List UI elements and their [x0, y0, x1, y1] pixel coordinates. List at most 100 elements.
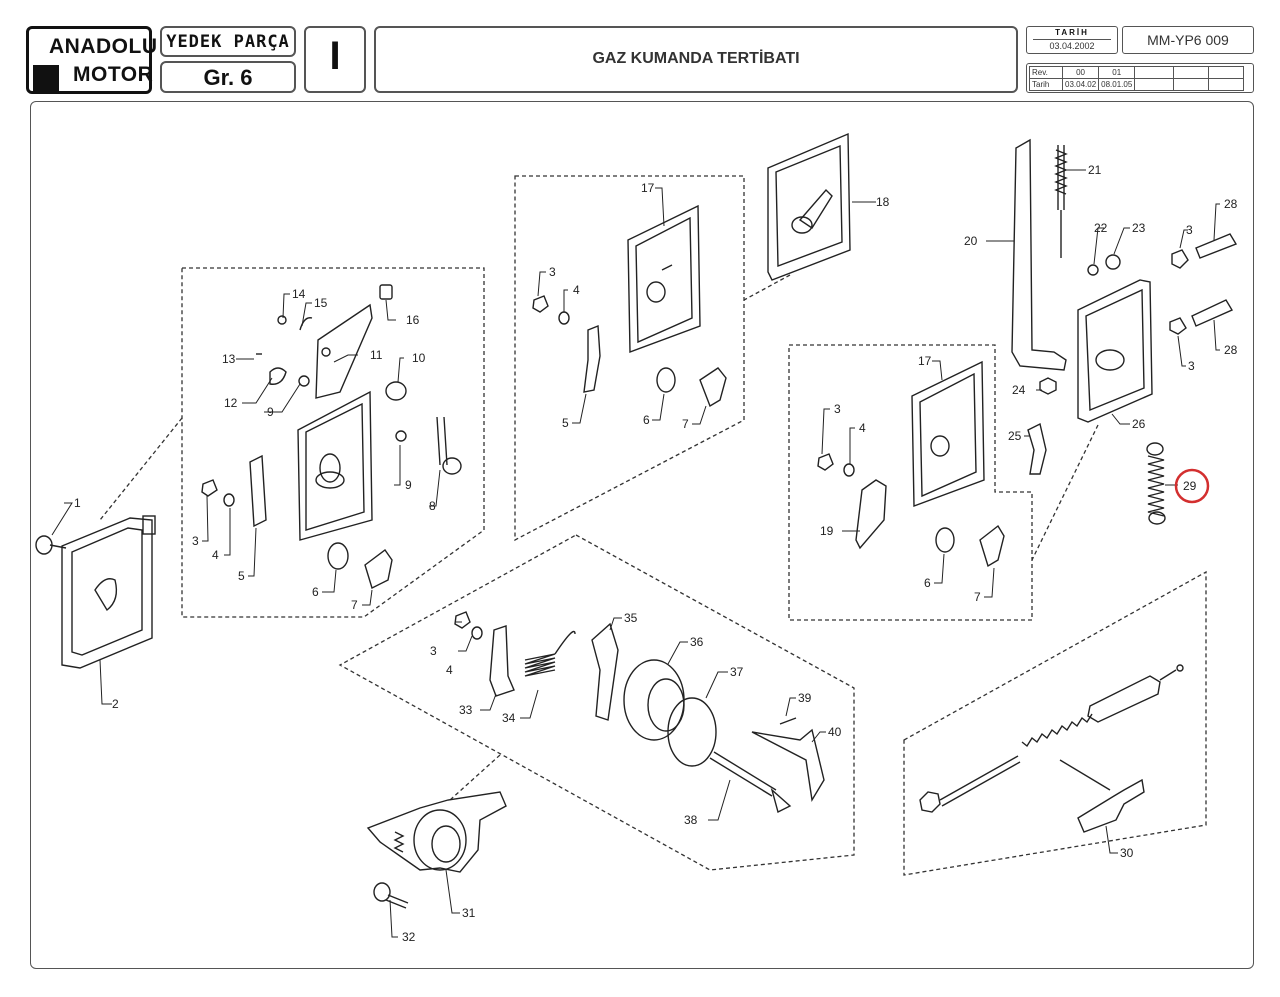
group-box: Gr. 6	[160, 61, 296, 93]
section-label: YEDEK PARÇA	[166, 32, 290, 52]
revision-date-row: Tarih 03.04.02 08.01.05	[1029, 78, 1245, 91]
group-connector-center	[743, 274, 791, 301]
group-connector-right	[1031, 424, 1099, 561]
group-connector-left	[99, 417, 183, 521]
callout-37: 37	[730, 665, 744, 679]
callout-9-upper: 9	[267, 405, 274, 419]
date-divider	[1033, 39, 1111, 40]
rev-01: 01	[1098, 66, 1136, 79]
callout-18: 18	[876, 195, 890, 209]
callout-33: 33	[459, 703, 473, 717]
callout-4-left: 4	[212, 548, 219, 562]
revision-table: Rev. 00 01 Tarih 03.04.02 08.01.05	[1029, 66, 1245, 91]
logo-line-1: ANADOLU	[49, 35, 158, 58]
date-box: TARİH 03.04.2002	[1026, 26, 1118, 54]
callout-28-top: 28	[1224, 197, 1238, 211]
callout-11: 11	[370, 348, 383, 362]
title-box: GAZ KUMANDA TERTİBATI	[374, 26, 1018, 93]
part-31-throttle-assembly	[366, 791, 507, 909]
group-outline-center	[514, 175, 745, 542]
rev-date-01: 08.01.05	[1098, 78, 1136, 91]
callout-35: 35	[624, 611, 638, 625]
logo-line-2: MOTOR	[73, 63, 154, 86]
date-value: 03.04.2002	[1049, 41, 1095, 51]
date-label: TARİH	[1055, 28, 1089, 37]
callout-labels: 1 2 14 15 16 13 12 11 9 10 9 8 3 4 5 6 7…	[74, 163, 1238, 944]
roman-numeral: I	[329, 34, 341, 78]
callout-24: 24	[1012, 383, 1026, 397]
callout-6-left: 6	[312, 585, 319, 599]
roman-numeral-box: I	[304, 26, 366, 93]
callout-4-center: 4	[573, 283, 580, 297]
part-2-base-plate	[35, 515, 156, 669]
callout-3-top: 3	[1186, 223, 1193, 237]
callout-29-highlight-circle	[1174, 468, 1210, 504]
callout-17-right: 17	[918, 354, 932, 368]
callout-28-bottom: 28	[1224, 343, 1238, 357]
callout-23: 23	[1132, 221, 1146, 235]
callout-6-right: 6	[924, 576, 931, 590]
callout-25: 25	[1008, 429, 1022, 443]
part-30-cable-assembly	[919, 664, 1184, 833]
callout-36: 36	[690, 635, 704, 649]
part-29-spring	[1146, 442, 1166, 525]
revision-box: Rev. 00 01 Tarih 03.04.02 08.01.05	[1026, 63, 1254, 93]
callout-30: 30	[1120, 846, 1134, 860]
callout-5-center: 5	[562, 416, 569, 430]
callout-26: 26	[1132, 417, 1146, 431]
diagram-frame	[30, 101, 1254, 969]
callout-2: 2	[112, 697, 119, 711]
callout-15: 15	[314, 296, 328, 310]
group-outline-cable	[903, 570, 1207, 876]
doc-code: MM-YP6 009	[1147, 32, 1229, 48]
callout-40: 40	[828, 725, 842, 739]
group-outline-bottom	[338, 534, 855, 871]
callout-3-center: 3	[549, 265, 556, 279]
callout-4-bottom-group: 4	[446, 663, 453, 677]
callout-10: 10	[412, 351, 426, 365]
group-connector-bottom	[449, 754, 501, 801]
anadolu-motor-logo: ANADOLU MOTOR	[26, 26, 157, 94]
callout-21: 21	[1088, 163, 1102, 177]
callout-9-lower: 9	[405, 478, 412, 492]
leader-lines	[51, 169, 1220, 938]
callout-16: 16	[406, 313, 420, 327]
revision-row: Rev. 00 01	[1029, 66, 1245, 79]
callout-3-left: 3	[192, 534, 199, 548]
callout-7-center: 7	[682, 417, 689, 431]
callout-20: 20	[964, 234, 978, 248]
callout-8: 8	[429, 499, 436, 513]
right-group-parts	[817, 360, 1005, 568]
bottom-group-parts	[454, 611, 825, 814]
callout-4-right: 4	[859, 421, 866, 435]
callout-3-bottom: 3	[1188, 359, 1195, 373]
page-title: GAZ KUMANDA TERTİBATI	[592, 50, 800, 67]
group-outline-right	[788, 344, 1033, 621]
rev-empty-cell	[1208, 78, 1245, 91]
callout-5-left: 5	[238, 569, 245, 583]
callout-7-left: 7	[351, 598, 358, 612]
center-group-parts	[532, 132, 851, 408]
callout-1: 1	[74, 496, 81, 510]
group-label: Gr. 6	[203, 65, 253, 90]
callout-12: 12	[224, 396, 238, 410]
doc-code-box: MM-YP6 009	[1122, 26, 1254, 54]
callout-3-bottom-group: 3	[430, 644, 437, 658]
callout-17-center: 17	[641, 181, 655, 195]
callout-22: 22	[1094, 221, 1108, 235]
callout-32: 32	[402, 930, 416, 944]
callout-29: 29	[1183, 479, 1197, 493]
callout-14: 14	[292, 287, 306, 301]
far-right-parts	[1011, 138, 1238, 475]
callout-3-right: 3	[834, 402, 841, 416]
callout-31: 31	[462, 906, 476, 920]
callout-39: 39	[798, 691, 812, 705]
callout-34: 34	[502, 711, 516, 725]
callout-7-right: 7	[974, 590, 981, 604]
callout-38: 38	[684, 813, 698, 827]
callout-6-center: 6	[643, 413, 650, 427]
callout-19: 19	[820, 524, 834, 538]
left-group-parts	[201, 284, 462, 589]
callout-13: 13	[222, 352, 236, 366]
